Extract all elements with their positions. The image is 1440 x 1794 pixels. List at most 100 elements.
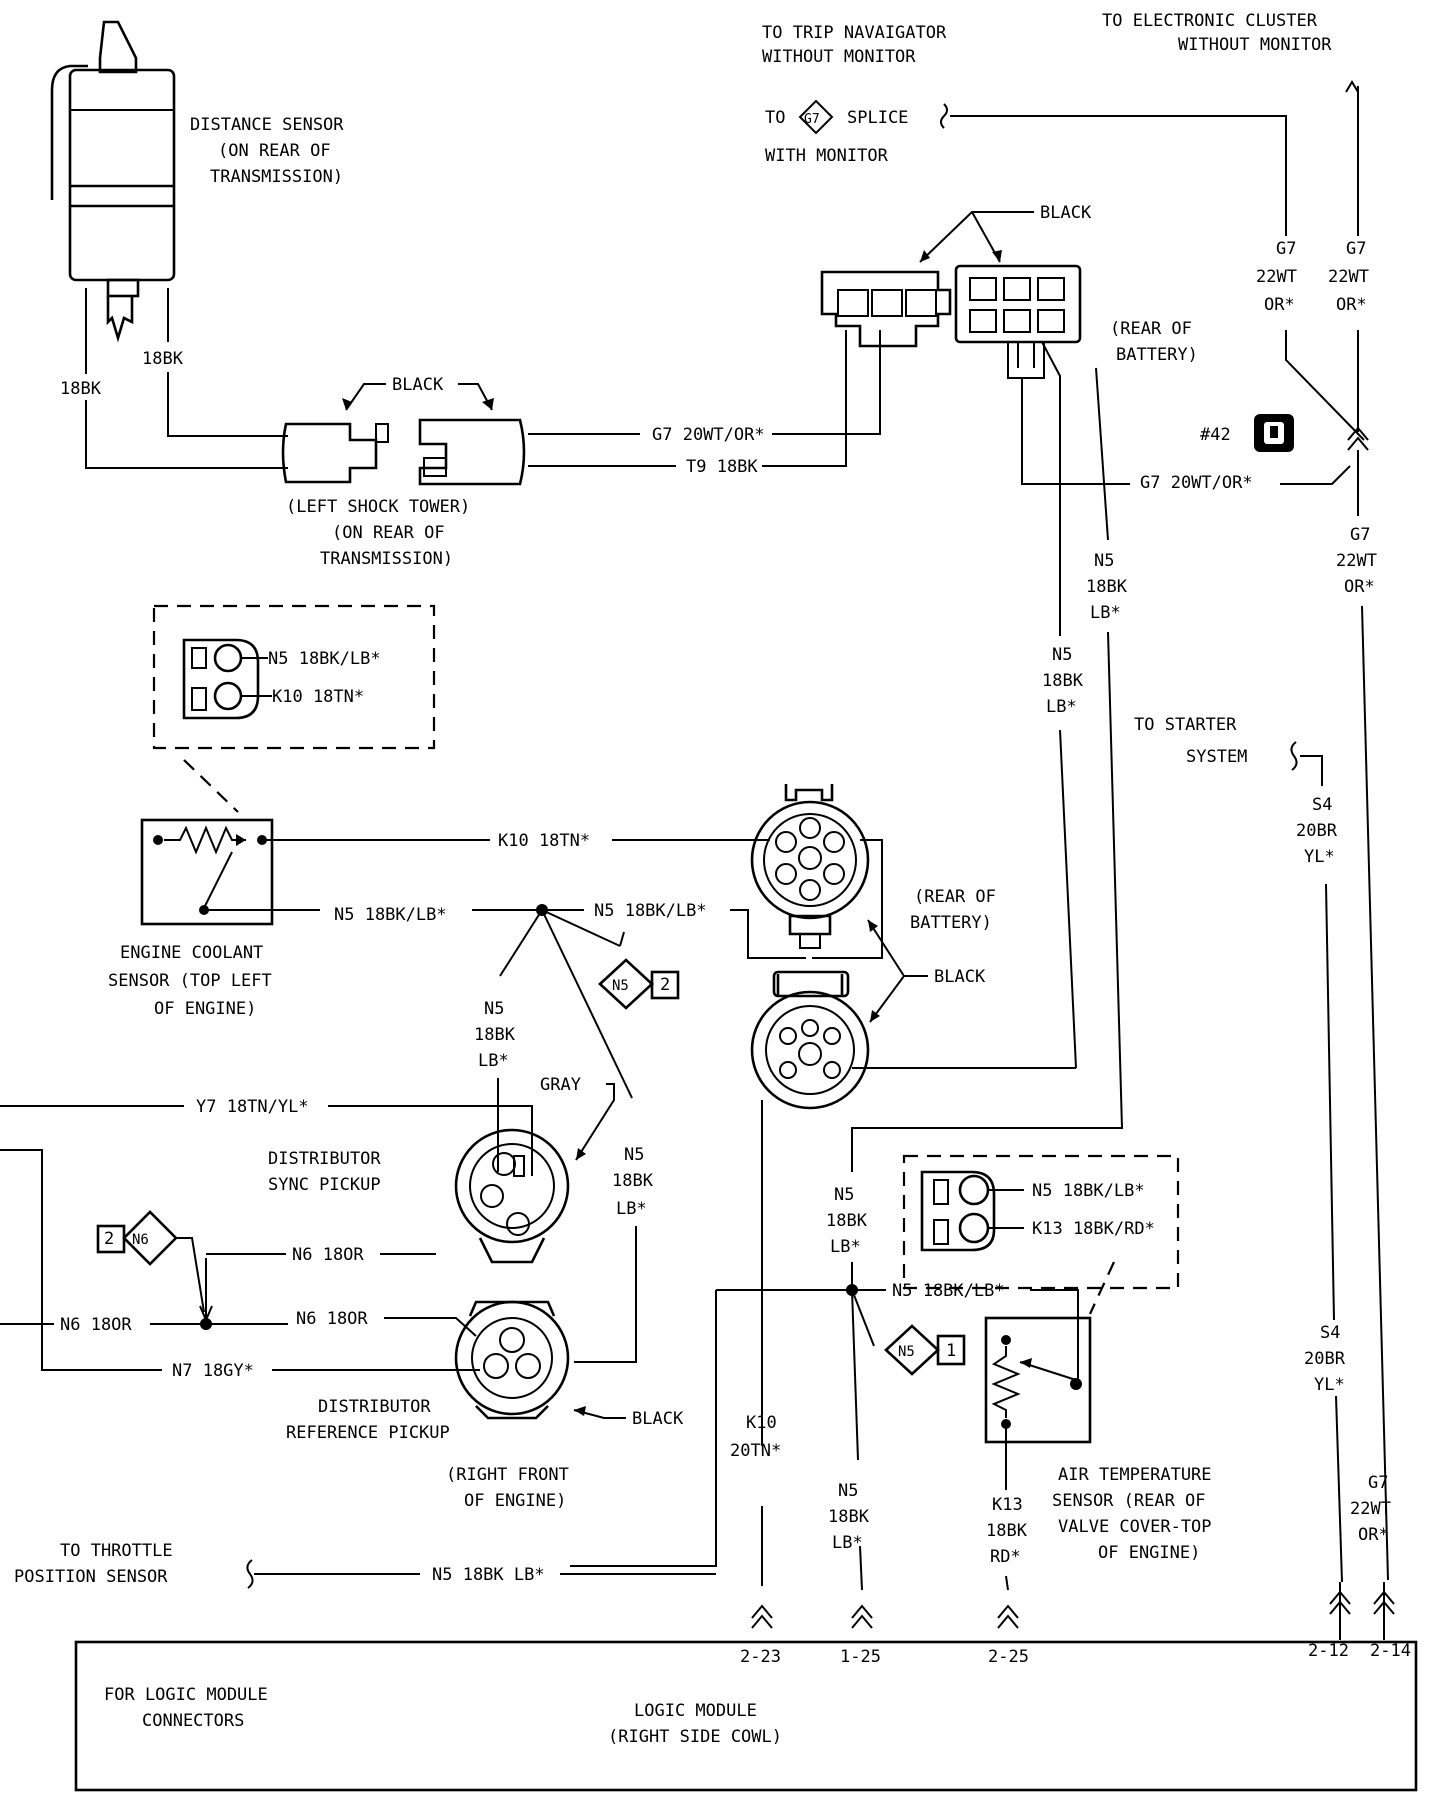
engine-coolant-sensor (140, 818, 274, 926)
right-front-label: (RIGHT FRONT OF ENGINE) (446, 1465, 569, 1511)
n5-18bk-lb-left-label: N5 18BK/LB* (334, 905, 447, 925)
shock-tower-connector (281, 418, 526, 486)
svg-text:N5: N5 (838, 1481, 858, 1501)
wire-g7-20wt-or-b (1021, 378, 1351, 485)
wire-n5-to-ats (716, 1289, 1079, 1386)
svg-text:22WT: 22WT (1336, 551, 1377, 571)
svg-text:YL*: YL* (1304, 847, 1335, 867)
svg-text:WITHOUT MONITOR: WITHOUT MONITOR (1178, 35, 1332, 55)
gray-label: GRAY (540, 1075, 615, 1161)
n6-18or-label-a: N6 18OR (292, 1245, 364, 1265)
battery-connector-left (820, 270, 952, 348)
splice-junction (1347, 426, 1369, 516)
battery-connector-right (954, 264, 1082, 379)
svg-text:K10: K10 (746, 1413, 777, 1433)
svg-text:(REAR OF: (REAR OF (914, 887, 996, 907)
k10-20tn-label: K10 20TN* (730, 1413, 781, 1461)
n7-18gy-label: N7 18GY* (172, 1361, 254, 1381)
round-connector-lower (750, 970, 870, 1110)
g7-20wt-or-label-a: G7 20WT/OR* (652, 425, 765, 445)
svg-text:LB*: LB* (616, 1199, 647, 1219)
svg-text:FOR LOGIC MODULE: FOR LOGIC MODULE (104, 1685, 268, 1705)
svg-text:N5: N5 (484, 999, 504, 1019)
svg-text:N6: N6 (132, 1232, 149, 1248)
svg-text:(REAR OF: (REAR OF (1110, 319, 1192, 339)
svg-text:2: 2 (660, 975, 670, 995)
svg-text:OR*: OR* (1344, 577, 1375, 597)
svg-text:TO: TO (765, 108, 785, 128)
svg-text:N5: N5 (1094, 551, 1114, 571)
svg-text:20TN*: 20TN* (730, 1441, 781, 1461)
svg-text:SPLICE: SPLICE (847, 108, 908, 128)
ats-connector-box (902, 1154, 1180, 1290)
s4-lower-label: S4 20BR YL* (1304, 1323, 1346, 1395)
svg-text:WITH MONITOR: WITH MONITOR (765, 146, 889, 166)
svg-text:DISTRIBUTOR: DISTRIBUTOR (268, 1149, 381, 1169)
svg-text:SENSOR (TOP LEFT: SENSOR (TOP LEFT (108, 971, 272, 991)
g7-22wt-mid-label: G7 22WT OR* (1336, 525, 1377, 597)
wire-n6-18or-b (0, 1317, 477, 1337)
svg-text:G7: G7 (1276, 239, 1296, 259)
n5-splice-1: N5 1 (884, 1324, 966, 1376)
svg-text:20BR: 20BR (1296, 821, 1338, 841)
ats-conn-n5-label: N5 18BK/LB* (1032, 1181, 1145, 1201)
svg-text:TO ELECTRONIC CLUSTER: TO ELECTRONIC CLUSTER (1102, 11, 1318, 31)
svg-text:OF ENGINE): OF ENGINE) (464, 1491, 566, 1511)
black-mid-label: BLACK (867, 919, 986, 1023)
n6-18or-label-b: N6 18OR (60, 1315, 132, 1335)
svg-text:BATTERY): BATTERY) (1116, 345, 1198, 365)
coolant-conn-k10-label: K10 18TN* (272, 687, 364, 707)
svg-text:N5: N5 (834, 1185, 854, 1205)
ats-connector (920, 1170, 1024, 1252)
logic-module-label: LOGIC MODULE (RIGHT SIDE COWL) (608, 1701, 782, 1747)
wire-18bk-b (167, 288, 288, 437)
svg-text:18BK: 18BK (826, 1211, 868, 1231)
svg-text:TRANSMISSION): TRANSMISSION) (210, 167, 343, 187)
svg-text:LB*: LB* (1046, 697, 1077, 717)
distance-sensor-label: DISTANCE SENSOR (ON REAR OF TRANSMISSION… (190, 115, 344, 187)
air-temperature-sensor (984, 1316, 1092, 1490)
g7-22wt-right-label: G7 22WT OR* (1328, 239, 1369, 315)
n5-label-7: N5 18BK LB* (828, 1481, 870, 1553)
svg-text:20BR: 20BR (1304, 1349, 1346, 1369)
s4-upper-label: S4 20BR YL* (1296, 795, 1338, 867)
svg-text:(ON REAR OF: (ON REAR OF (218, 141, 331, 161)
connector-arrows (751, 1582, 1395, 1640)
wire-18bk-a (85, 288, 288, 469)
svg-text:OR*: OR* (1358, 1525, 1389, 1545)
svg-text:N5: N5 (624, 1145, 644, 1165)
to-throttle-label: TO THROTTLE POSITION SENSOR (14, 1541, 173, 1587)
svg-text:DISTRIBUTOR: DISTRIBUTOR (318, 1397, 431, 1417)
svg-text:BLACK: BLACK (632, 1409, 684, 1429)
svg-text:K13: K13 (992, 1495, 1023, 1515)
svg-text:TO TRIP NAVAIGATOR: TO TRIP NAVAIGATOR (762, 23, 947, 43)
svg-text:22WT: 22WT (1256, 267, 1297, 287)
electronic-cluster-label: TO ELECTRONIC CLUSTER WITHOUT MONITOR (1102, 11, 1332, 55)
black-bottom-label: BLACK (573, 1406, 684, 1429)
wire-n5-long (851, 367, 1124, 1172)
k10-18tn-label: K10 18TN* (498, 831, 590, 851)
svg-text:S4: S4 (1320, 1323, 1340, 1343)
coolant-connector (182, 638, 272, 720)
svg-text:OR*: OR* (1336, 295, 1367, 315)
svg-text:AIR TEMPERATURE: AIR TEMPERATURE (1058, 1465, 1212, 1485)
svg-text:CONNECTORS: CONNECTORS (142, 1711, 244, 1731)
t9-18bk-label: T9 18BK (686, 457, 758, 477)
wire-n7-18gy (0, 1149, 480, 1371)
trip-navigator-label: TO TRIP NAVAIGATOR WITHOUT MONITOR (762, 23, 947, 67)
svg-text:N5: N5 (612, 978, 629, 994)
svg-text:OR*: OR* (1264, 295, 1295, 315)
black-top-label: BLACK (919, 203, 1092, 263)
svg-text:REFERENCE PICKUP: REFERENCE PICKUP (286, 1423, 450, 1443)
svg-text:18BK: 18BK (612, 1171, 654, 1191)
svg-text:18BK: 18BK (986, 1521, 1028, 1541)
splice-42-badge: #42 (1200, 414, 1294, 452)
engine-coolant-label: ENGINE COOLANT SENSOR (TOP LEFT OF ENGIN… (108, 943, 272, 1019)
g7-20wt-or-label-b: G7 20WT/OR* (1140, 473, 1253, 493)
g7-22wt-left-label: G7 22WT OR* (1256, 239, 1297, 315)
svg-text:DISTANCE SENSOR: DISTANCE SENSOR (190, 115, 344, 135)
svg-text:22WT: 22WT (1350, 1499, 1391, 1519)
svg-text:BATTERY): BATTERY) (910, 913, 992, 933)
svg-text:(ON REAR OF: (ON REAR OF (332, 523, 445, 543)
wire-g7-22wt-main (1361, 605, 1389, 1581)
